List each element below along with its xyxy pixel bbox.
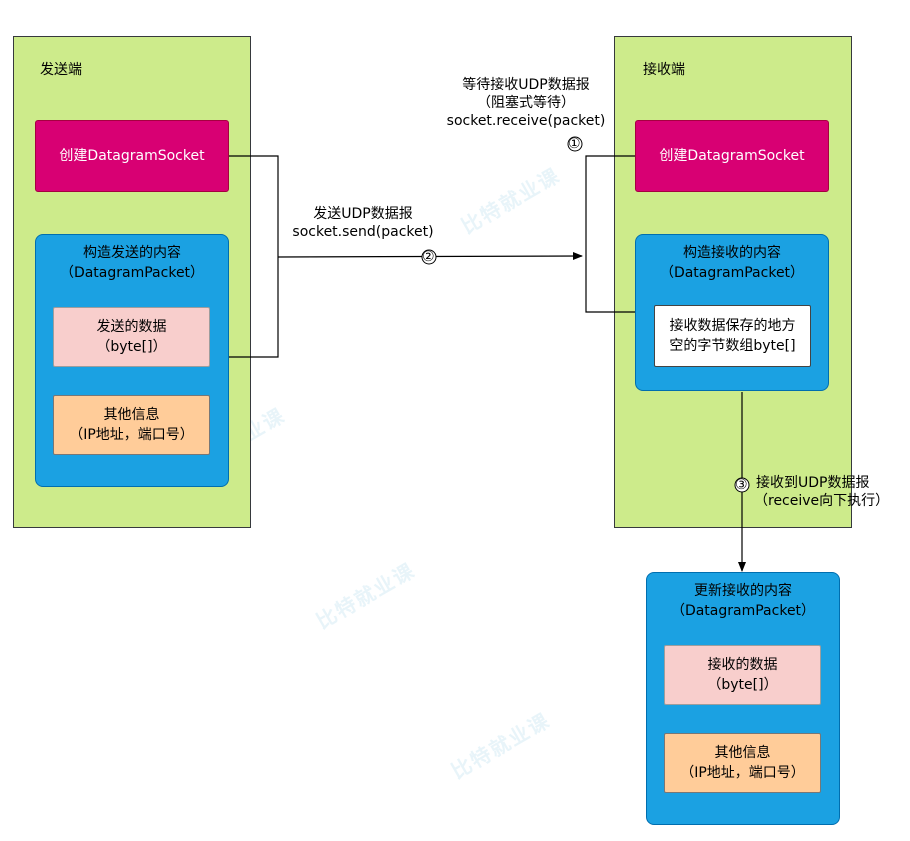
received-annotation-line1: 接收到UDP数据报 [756,475,870,491]
updated-data-line2: （byte[]） [707,677,778,693]
sender-packet-title: 构造发送的内容 （DatagramPacket） [36,243,228,283]
wait-annotation-line1: 等待接收UDP数据报 [462,77,590,93]
send-annotation: 发送UDP数据报 socket.send(packet) [283,205,443,241]
sender-data-box: 发送的数据 （byte[]） [53,307,210,367]
updated-data-box: 接收的数据 （byte[]） [664,645,821,705]
updated-packet-title: 更新接收的内容 （DatagramPacket） [647,581,839,621]
receiver-buffer-line1: 接收数据保存的地方 [669,318,796,334]
receiver-packet-title-line2: （DatagramPacket） [659,265,805,281]
receiver-packet-title-line1: 构造接收的内容 [683,245,781,261]
step-2-number: ② [422,249,435,265]
wait-annotation: 等待接收UDP数据报 （阻塞式等待） socket.receive(packet… [440,76,612,130]
watermark: 比特就业课 [312,557,420,634]
send-annotation-line1: 发送UDP数据报 [313,206,413,222]
send-annotation-line2: socket.send(packet) [292,224,434,240]
sender-data-line2: （byte[]） [96,339,167,355]
updated-data-line1: 接收的数据 [707,657,778,673]
receiver-buffer-box: 接收数据保存的地方 空的字节数组byte[] [654,305,811,367]
received-annotation-line2: （receive向下执行） [754,493,890,509]
received-annotation: 接收到UDP数据报 （receive向下执行） [754,474,890,510]
receiver-create-socket-box: 创建DatagramSocket [635,120,829,192]
receiver-buffer-line2: 空的字节数组byte[] [669,338,796,354]
updated-info-box: 其他信息 （IP地址，端口号） [664,733,821,793]
receiver-packet-title: 构造接收的内容 （DatagramPacket） [636,243,828,283]
sender-info-box: 其他信息 （IP地址，端口号） [53,395,210,455]
sender-create-socket-box: 创建DatagramSocket [35,120,229,192]
sender-title: 发送端 [40,62,82,78]
wait-annotation-line2: （阻塞式等待） [477,95,575,111]
sender-packet-title-line1: 构造发送的内容 [83,245,181,261]
wait-annotation-line3: socket.receive(packet) [446,113,606,129]
step-1-number: ① [568,136,581,152]
sender-info-line2: （IP地址，端口号） [69,427,194,443]
watermark: 比特就业课 [457,162,565,239]
step-3-number: ③ [735,477,748,493]
updated-info-line1: 其他信息 [714,745,771,761]
sender-data-line1: 发送的数据 [96,319,167,335]
receiver-title: 接收端 [643,62,685,78]
updated-info-line2: （IP地址，端口号） [680,765,805,781]
updated-packet-title-line2: （DatagramPacket） [670,603,816,619]
sender-packet-title-line2: （DatagramPacket） [59,265,205,281]
watermark: 比特就业课 [447,707,555,784]
sender-create-socket-label: 创建DatagramSocket [59,148,205,164]
updated-packet-title-line1: 更新接收的内容 [694,583,792,599]
receiver-create-socket-label: 创建DatagramSocket [659,148,805,164]
sender-info-line1: 其他信息 [103,407,160,423]
